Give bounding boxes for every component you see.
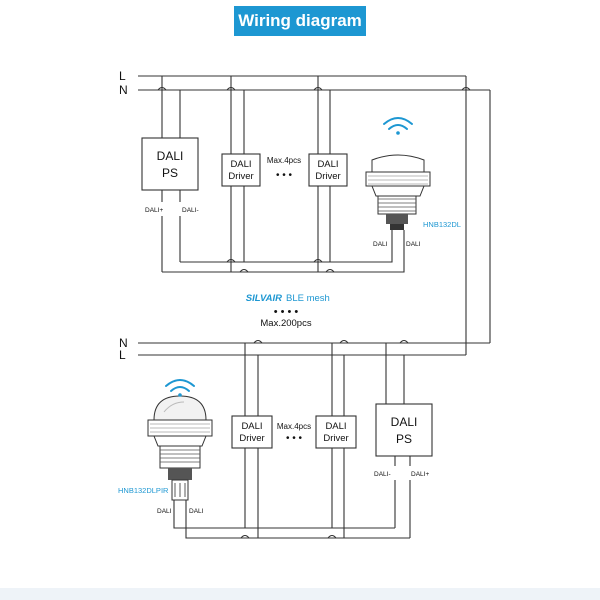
top-driver1-line1: DALI (230, 159, 251, 170)
bottom-dali-driver-2 (315, 415, 357, 449)
top-sensor-terminal-1: DALI (373, 241, 388, 248)
top-max-label: Max.4pcs (267, 156, 301, 165)
top-bus-1 (180, 238, 393, 263)
wifi-icon (383, 117, 413, 135)
junction (461, 86, 471, 91)
top-section: L N DALI PS DALI+ DALI- DALI Driver DALI… (119, 69, 490, 273)
bottom-dali-ps (375, 403, 433, 457)
middle-section: SILVAIR BLE mesh • • • • Max.200pcs (246, 293, 330, 329)
pir-sensor-icon (147, 395, 213, 501)
bottom-ps-dali-minus: DALI- (374, 471, 391, 478)
junction (157, 86, 323, 91)
top-driver2-line2: Driver (315, 171, 340, 182)
bottom-label-l: L (119, 348, 126, 362)
junction (253, 339, 409, 344)
bottom-sensor-terminal-2: DALI (189, 508, 204, 515)
top-d2-bus (317, 186, 331, 272)
bottom-driver1-line1: DALI (241, 421, 262, 432)
top-label-l: L (119, 69, 126, 83)
top-sensor-terminal-2: DALI (406, 241, 421, 248)
bottom-sensor-model: HNB132DLPIR (118, 486, 169, 495)
bottom-bus-2 (185, 500, 410, 539)
bottom-ps-dali-plus: DALI+ (411, 471, 429, 478)
top-ps-dali-plus: DALI+ (145, 207, 163, 214)
bottom-d1-bus (244, 448, 259, 538)
top-ps-dali-minus: DALI- (182, 207, 199, 214)
bottom-d2-bus (331, 448, 345, 538)
mesh-max-label: Max.200pcs (260, 318, 311, 329)
bottom-ps-line1: DALI (391, 415, 418, 429)
diagram-title: Wiring diagram (238, 11, 362, 30)
mesh-dots: • • • • (274, 306, 299, 318)
top-driver1-line2: Driver (228, 171, 253, 182)
top-dali-driver-2 (308, 153, 348, 187)
bottom-section: N L DALI Driver DALI Driver Max.4pcs • •… (118, 76, 490, 539)
bottom-label-n: N (119, 336, 128, 350)
mesh-name: BLE mesh (286, 293, 330, 304)
top-label-n: N (119, 83, 128, 97)
top-driver2-line1: DALI (317, 159, 338, 170)
bottom-bus-1 (173, 500, 395, 529)
top-dali-driver-1 (221, 153, 261, 187)
bottom-dots: • • • (286, 433, 303, 444)
bottom-max-label: Max.4pcs (277, 422, 311, 431)
top-bus-2 (162, 238, 405, 273)
bottom-strip (0, 588, 600, 600)
bottom-driver2-line1: DALI (325, 421, 346, 432)
bottom-ps-line2: PS (396, 432, 412, 446)
bottom-sensor-terminal-1: DALI (157, 508, 172, 515)
top-sensor-model: HNB132DL (423, 220, 461, 229)
sensor-lead (391, 230, 405, 238)
top-d1-bus (230, 186, 245, 272)
title-banner: Wiring diagram (234, 6, 366, 36)
bottom-dali-driver-1 (231, 415, 273, 449)
junction (240, 534, 337, 539)
sensor-icon (365, 154, 431, 230)
bottom-driver2-line2: Driver (323, 433, 348, 444)
wifi-icon (165, 379, 195, 397)
top-ps-line2: PS (162, 166, 178, 180)
top-ps-line1: DALI (157, 149, 184, 163)
top-dots: • • • (276, 170, 293, 181)
mesh-brand: SILVAIR (246, 293, 282, 304)
top-dali-ps (141, 137, 199, 191)
junction (226, 258, 335, 273)
bottom-driver1-line2: Driver (239, 433, 264, 444)
